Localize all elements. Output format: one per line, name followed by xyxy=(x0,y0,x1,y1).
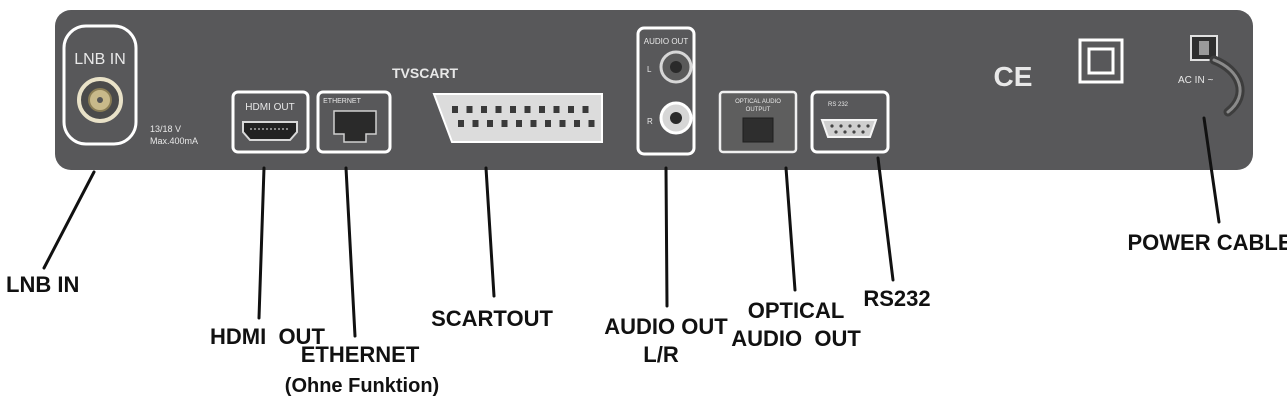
audio-right-label: R xyxy=(647,117,653,126)
ac-in-port: AC IN ~ xyxy=(1178,35,1245,117)
audio-out-port: AUDIO OUT L R xyxy=(636,26,696,156)
ethernet-frame xyxy=(316,90,392,154)
audio-left-label: L xyxy=(647,65,652,74)
scart-pin xyxy=(530,120,537,127)
scart-connector-icon xyxy=(432,93,603,143)
audio-frame xyxy=(636,26,696,156)
optical-panel-label-1: OPTICAL AUDIO xyxy=(735,99,781,105)
power-leader-line xyxy=(1202,116,1221,224)
hdmi-leader-line xyxy=(257,166,266,320)
hdmi-connector-icon xyxy=(242,121,298,141)
power-cable-highlight-icon xyxy=(1212,58,1242,114)
scart-pin xyxy=(466,106,473,113)
callout-scartout: SCARTOUT xyxy=(431,306,553,331)
lnb-leader-line xyxy=(42,170,96,270)
optical-panel-label-2: OUTPUT xyxy=(746,107,771,113)
scart-pin xyxy=(545,120,551,127)
scart-pin xyxy=(501,120,508,127)
rca-left-hole-icon xyxy=(670,61,682,73)
rca-right-hole-icon xyxy=(670,112,682,124)
ac-socket-pin-icon xyxy=(1199,41,1209,55)
audio-leader-line xyxy=(664,166,669,308)
callout-audio-lr: L/R xyxy=(643,342,679,367)
scart-pin xyxy=(539,106,545,113)
callout-power-cable: POWER CABLE xyxy=(1128,230,1287,255)
callout-hdmi-out: HDMI OUT xyxy=(210,324,325,349)
rs232-panel-label: RS 232 xyxy=(828,102,849,108)
scart-pin xyxy=(487,120,493,127)
lnb-spec-voltage: 13/18 V xyxy=(150,124,181,134)
callout-rs232: RS232 xyxy=(863,286,930,311)
scart-port xyxy=(432,93,603,143)
ethernet-panel-label: ETHERNET xyxy=(323,98,361,105)
rj45-socket-icon xyxy=(333,110,377,143)
scart-leader-line xyxy=(484,166,496,298)
ethernet-port: ETHERNET xyxy=(316,90,392,154)
double-insulation-inner-icon xyxy=(1087,47,1115,75)
scart-pin xyxy=(568,106,574,113)
scart-pin xyxy=(452,106,458,113)
scart-pin xyxy=(495,106,502,113)
optical-audio-port: OPTICAL AUDIO OUTPUT xyxy=(718,90,798,154)
lnb-pin-icon xyxy=(97,97,103,103)
scart-pin xyxy=(582,106,589,113)
hdmi-out-port: HDMI OUT xyxy=(231,90,310,154)
lnb-spec-current: Max.400mA xyxy=(150,136,198,146)
scart-panel-title: TVSCART xyxy=(392,65,459,81)
toslink-socket-icon xyxy=(742,117,774,143)
scart-pin xyxy=(559,120,566,127)
rs232-port: RS 232 xyxy=(810,90,890,154)
ethernet-leader-line xyxy=(344,166,357,338)
ce-mark-icon: CE xyxy=(994,61,1033,92)
callout-audio-out: AUDIO OUT xyxy=(604,314,728,339)
scart-pin xyxy=(588,120,595,127)
scart-pin xyxy=(472,120,479,127)
scart-pin xyxy=(516,120,522,127)
scart-pin xyxy=(524,106,531,113)
hdmi-frame xyxy=(231,90,310,154)
scart-pin xyxy=(553,106,560,113)
rear-panel xyxy=(55,10,1253,170)
lnb-in-port: LNB IN xyxy=(62,24,138,146)
audio-panel-label: AUDIO OUT xyxy=(644,37,689,46)
callout-optical-audio-out: AUDIO OUT xyxy=(731,326,861,351)
ac-in-label: AC IN ~ xyxy=(1178,75,1213,86)
optical-leader-line xyxy=(784,166,797,292)
hdmi-panel-label: HDMI OUT xyxy=(245,102,294,113)
scart-pin xyxy=(481,106,487,113)
scart-pin xyxy=(574,120,580,127)
rs232-frame xyxy=(810,90,890,154)
callout-optical: OPTICAL xyxy=(748,298,845,323)
callout-lnb-in: LNB IN xyxy=(6,272,79,297)
db9-pins-icon xyxy=(830,124,870,134)
callout-ethernet-note: (Ohne Funktion) xyxy=(285,375,439,397)
scart-pins-icon xyxy=(452,106,595,127)
double-insulation-icon xyxy=(1078,38,1124,84)
scart-pin xyxy=(458,120,464,127)
lnb-frame xyxy=(62,24,138,146)
scart-pin xyxy=(510,106,516,113)
lnb-panel-label: LNB IN xyxy=(74,51,126,68)
db9-connector-icon xyxy=(820,119,878,138)
rs232-leader-line xyxy=(876,156,895,282)
callout-ethernet: ETHERNET xyxy=(301,342,420,367)
